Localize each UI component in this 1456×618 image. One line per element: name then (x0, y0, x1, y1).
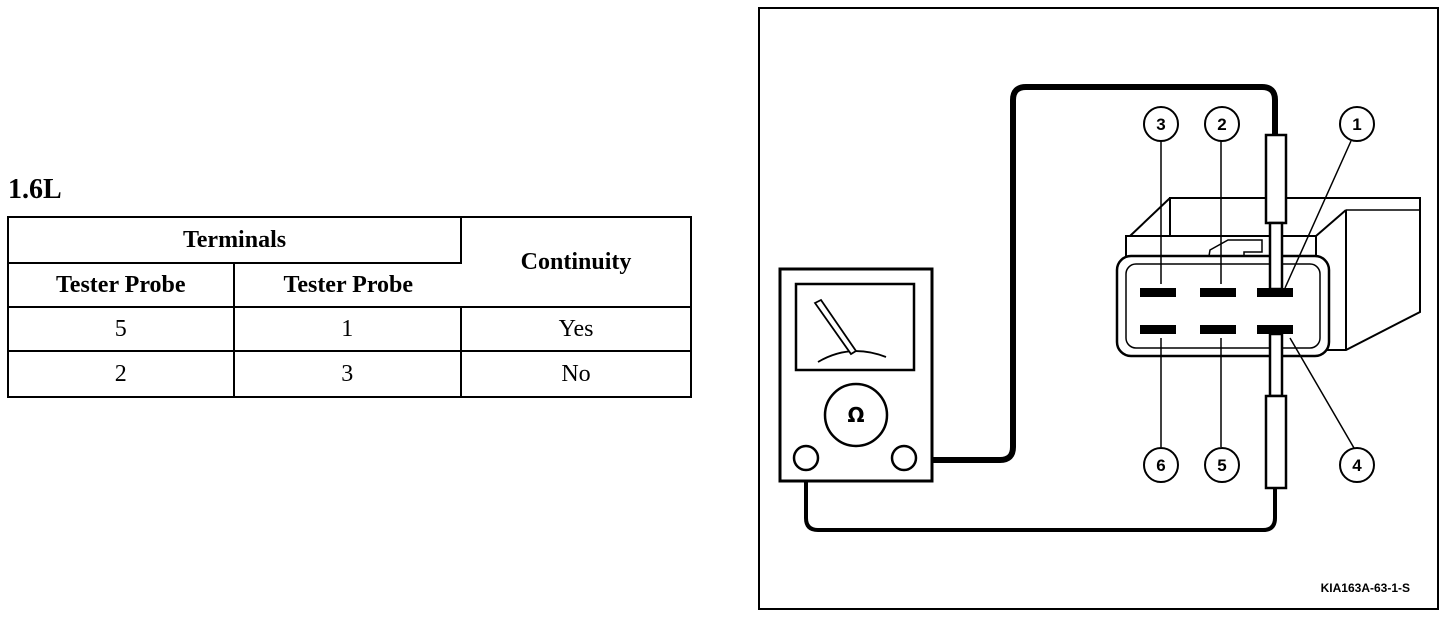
svg-text:4: 4 (1352, 456, 1362, 475)
lower-test-lead (804, 470, 1277, 532)
row-1-probe-2: 1 (234, 308, 463, 352)
terminals-header: Terminals (9, 218, 463, 264)
table-row: 2 3 No (9, 352, 690, 396)
ohmmeter: Ω (778, 267, 934, 483)
meter-display (794, 282, 916, 372)
terminal-slots (1140, 288, 1293, 334)
terminal-callout-1: 1 (1339, 106, 1375, 142)
svg-text:1: 1 (1352, 115, 1361, 134)
table-subheader-row: Tester Probe Tester Probe (9, 264, 690, 308)
callout-leaders (1160, 140, 1355, 449)
row-2-probe-2: 3 (235, 352, 463, 396)
terminal-callout-4: 4 (1339, 447, 1375, 483)
ohm-selector-dial (823, 382, 889, 448)
top-test-probe (1264, 133, 1288, 291)
figure-frame (758, 7, 1439, 610)
meter-needle (813, 298, 858, 356)
tester-probe-header-2: Tester Probe (234, 264, 463, 308)
svg-text:5: 5 (1217, 456, 1226, 475)
terminal-callout-2: 2 (1204, 106, 1240, 142)
terminal-callout-3: 3 (1143, 106, 1179, 142)
left-jack (792, 444, 820, 472)
bottom-test-probe (1264, 332, 1288, 490)
right-jack (890, 444, 918, 472)
figure-code: KIA163A-63-1-S (1321, 581, 1410, 595)
upper-test-lead (920, 84, 1278, 463)
svg-text:3: 3 (1156, 115, 1165, 134)
engine-label: 1.6L (8, 174, 62, 205)
table-row: 5 1 Yes (9, 308, 690, 352)
row-2-continuity: No (462, 352, 690, 396)
row-2-probe-1: 2 (9, 352, 235, 396)
terminal-callout-5: 5 (1204, 447, 1240, 483)
tester-probe-header-1: Tester Probe (9, 264, 235, 308)
svg-text:2: 2 (1217, 115, 1226, 134)
svg-text:6: 6 (1156, 456, 1165, 475)
terminal-callout-6: 6 (1143, 447, 1179, 483)
continuity-table: Terminals Continuity Tester Probe Tester… (7, 216, 692, 398)
ohm-symbol: Ω (847, 403, 864, 427)
row-1-continuity: Yes (462, 308, 690, 352)
table-header-row: Terminals Continuity (9, 218, 690, 308)
continuity-header: Continuity (462, 218, 690, 308)
row-1-probe-1: 5 (9, 308, 235, 352)
